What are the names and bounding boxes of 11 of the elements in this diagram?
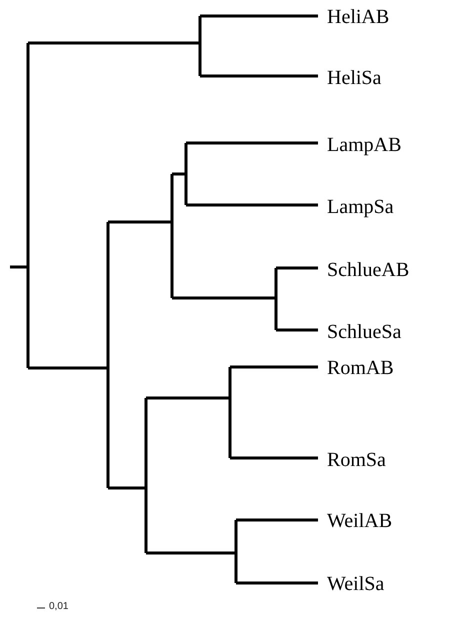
taxon-label: LampSa (327, 196, 394, 218)
taxon-label: RomAB (327, 357, 394, 379)
scale-label: 0,01 (49, 601, 68, 613)
taxon-label: HeliAB (327, 6, 390, 28)
taxon-label: WeilAB (327, 510, 392, 532)
taxon-label: SchlueSa (327, 321, 402, 343)
taxon-label: RomSa (327, 449, 386, 471)
taxon-label: WeilSa (327, 573, 384, 595)
taxon-label: LampAB (327, 134, 402, 156)
taxon-label: SchlueAB (327, 259, 410, 281)
taxon-label: HeliSa (327, 67, 382, 89)
